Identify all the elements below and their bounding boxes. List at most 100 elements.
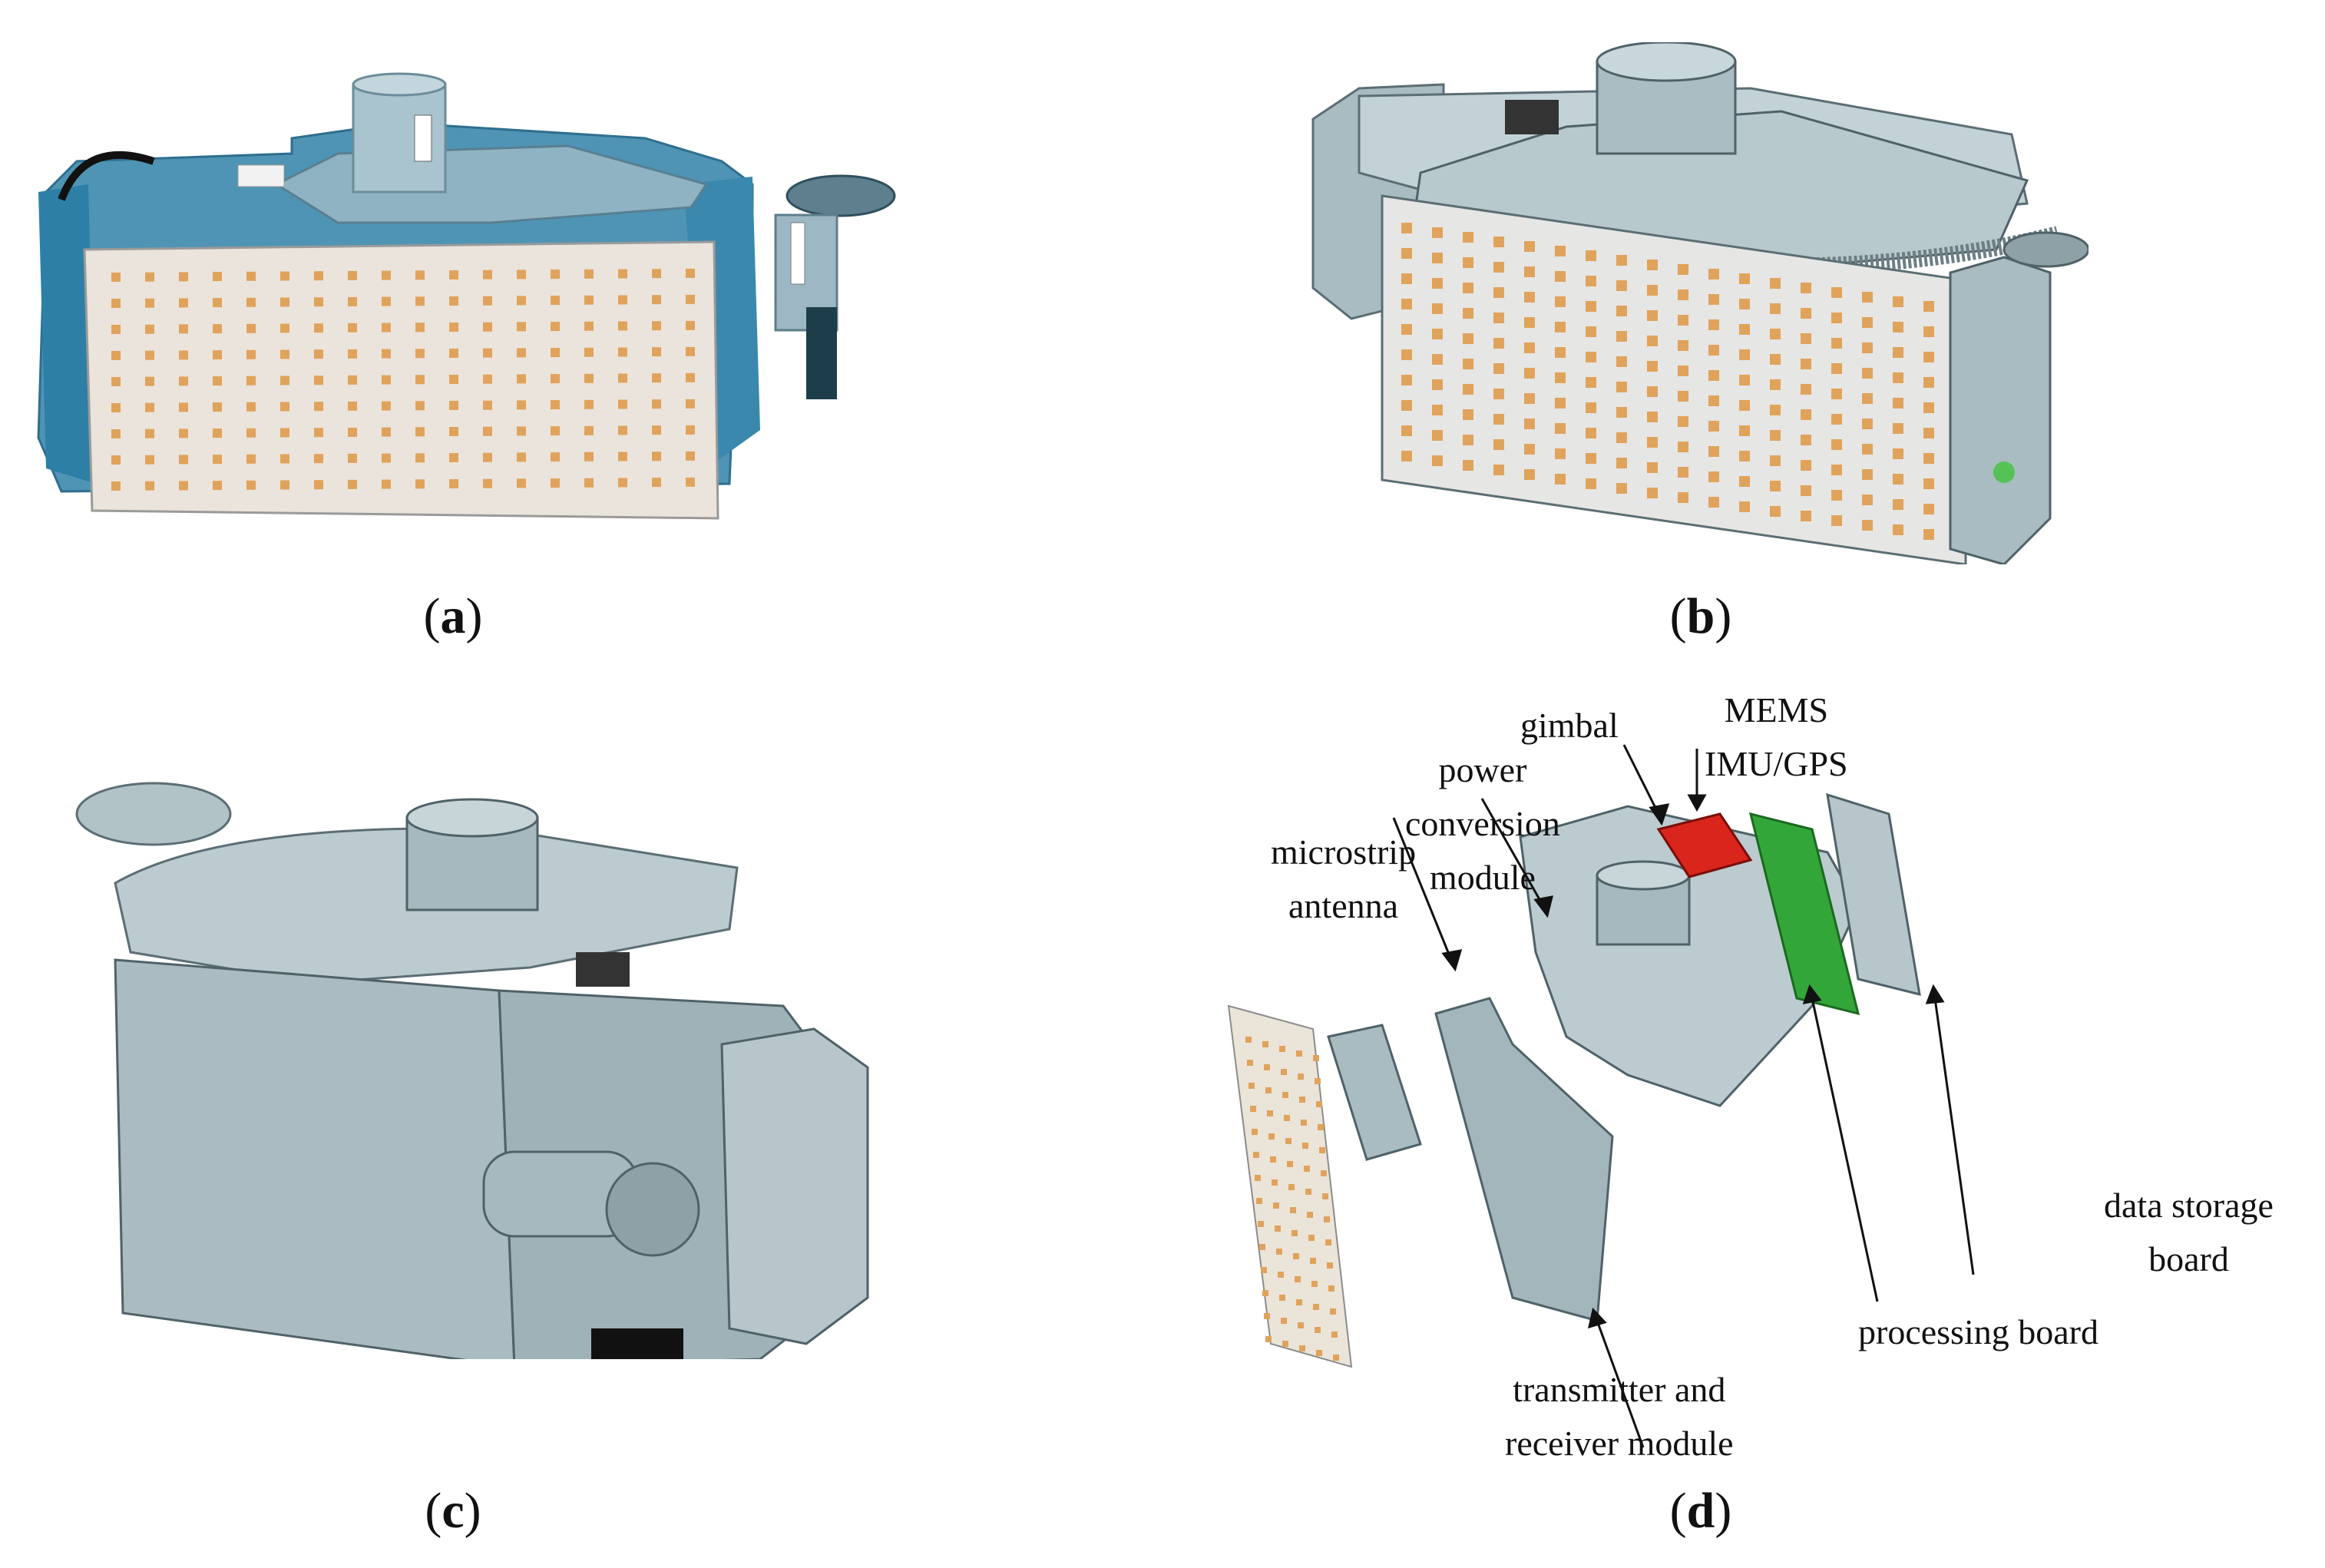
antenna-patch	[584, 373, 594, 383]
antenna-patch	[1831, 465, 1842, 475]
antenna-patch	[1401, 248, 1412, 259]
antenna-patch	[145, 481, 154, 491]
antenna-patch	[449, 427, 458, 436]
antenna-patch	[1281, 1069, 1287, 1075]
antenna-patch	[1555, 296, 1566, 307]
antenna-patch	[1272, 1179, 1278, 1186]
antenna-patch	[1401, 324, 1412, 335]
panel-d-exploded-view: microstrip antenna power conversion modu…	[1198, 676, 2319, 1490]
antenna-patch	[652, 295, 661, 305]
antenna-patch	[1322, 1193, 1328, 1199]
antenna-patch	[246, 454, 256, 464]
antenna-patch	[1265, 1087, 1272, 1093]
antenna-patch	[1463, 359, 1473, 369]
antenna-patch	[1708, 471, 1719, 482]
antenna-patch	[179, 428, 188, 438]
antenna-patch	[1284, 1115, 1290, 1121]
caption-a: (a)	[423, 588, 483, 644]
antenna-patch	[213, 428, 222, 438]
antenna-patch	[348, 427, 357, 437]
antenna-patch	[551, 478, 560, 488]
antenna-patch	[1319, 1147, 1325, 1153]
antenna-patch	[1273, 1202, 1279, 1209]
antenna-patch	[1401, 425, 1412, 436]
antenna-patch	[584, 399, 594, 409]
antenna-patch	[1493, 287, 1504, 298]
antenna-patch	[1801, 511, 1811, 521]
antenna-patch	[1333, 1355, 1339, 1361]
antenna-patch	[1463, 308, 1473, 319]
antenna-patch	[179, 350, 188, 360]
antenna-patch	[1586, 428, 1596, 438]
antenna-patch	[145, 428, 154, 438]
antenna-patch	[1923, 428, 1934, 438]
antenna-patch	[246, 375, 256, 385]
antenna-patch	[111, 429, 121, 438]
antenna-patch	[314, 454, 323, 464]
antenna-patch	[246, 271, 256, 281]
antenna-patch	[1893, 499, 1903, 510]
antenna-patch	[1432, 354, 1443, 365]
antenna-patch	[415, 323, 425, 332]
antenna-patch	[1678, 289, 1688, 300]
antenna-patch	[1313, 1304, 1319, 1310]
antenna-patch	[517, 374, 526, 384]
antenna-patch	[1616, 331, 1627, 342]
antenna-patch	[1616, 255, 1627, 266]
antenna-patch	[314, 480, 323, 490]
antenna-patch	[1923, 326, 1934, 337]
antenna-patch	[246, 402, 256, 412]
antenna-patch	[111, 377, 121, 386]
antenna-patch	[145, 350, 154, 360]
antenna-patch	[415, 401, 425, 411]
antenna-patch	[213, 350, 222, 360]
antenna-patch	[1493, 338, 1504, 349]
antenna-patch	[348, 375, 357, 385]
antenna-patch	[1893, 398, 1903, 409]
antenna-patch	[213, 402, 222, 412]
antenna-patch	[382, 453, 391, 463]
antenna-patch	[449, 349, 458, 358]
antenna-patch	[1493, 465, 1504, 475]
antenna-patch	[179, 272, 188, 282]
caption-b: (b)	[1669, 588, 1732, 644]
antenna-patch	[584, 478, 594, 488]
antenna-patch	[1831, 363, 1842, 374]
antenna-patch	[1265, 1336, 1272, 1342]
antenna-patch	[1678, 442, 1688, 452]
antenna-patch	[686, 372, 695, 382]
antenna-patch	[145, 272, 154, 282]
antenna-patch	[652, 373, 661, 383]
antenna-patch	[618, 425, 627, 435]
antenna-patch	[179, 481, 188, 491]
antenna-patch	[314, 271, 323, 281]
antenna-patch	[1524, 342, 1535, 353]
antenna-patch	[246, 297, 256, 307]
antenna-patch	[1586, 402, 1596, 413]
antenna-patch	[1739, 425, 1750, 436]
antenna-patch	[111, 351, 121, 360]
antenna-patch	[686, 268, 695, 278]
antenna-patch	[1311, 1281, 1318, 1287]
antenna-patch	[1770, 430, 1781, 441]
antenna-patch	[1831, 338, 1842, 349]
antenna-patch	[1316, 1350, 1322, 1356]
antenna-patch	[686, 477, 695, 487]
antenna-patch	[1401, 375, 1412, 385]
antenna-patch	[1801, 384, 1811, 395]
antenna-patch	[517, 296, 526, 306]
antenna-patch	[1463, 384, 1473, 395]
antenna-patch	[483, 452, 492, 462]
antenna-patch	[1801, 409, 1811, 420]
antenna-patch	[1555, 448, 1566, 459]
antenna-patch	[1256, 1198, 1262, 1204]
antenna-patch	[1463, 283, 1473, 293]
antenna-patch	[1262, 1290, 1268, 1296]
antenna-patch	[1432, 455, 1443, 466]
antenna-patch	[584, 425, 594, 435]
antenna-patch	[1291, 1230, 1298, 1236]
antenna-patch	[415, 427, 425, 437]
antenna-patch	[314, 349, 323, 359]
antenna-patch	[517, 426, 526, 436]
antenna-patch	[111, 325, 121, 334]
